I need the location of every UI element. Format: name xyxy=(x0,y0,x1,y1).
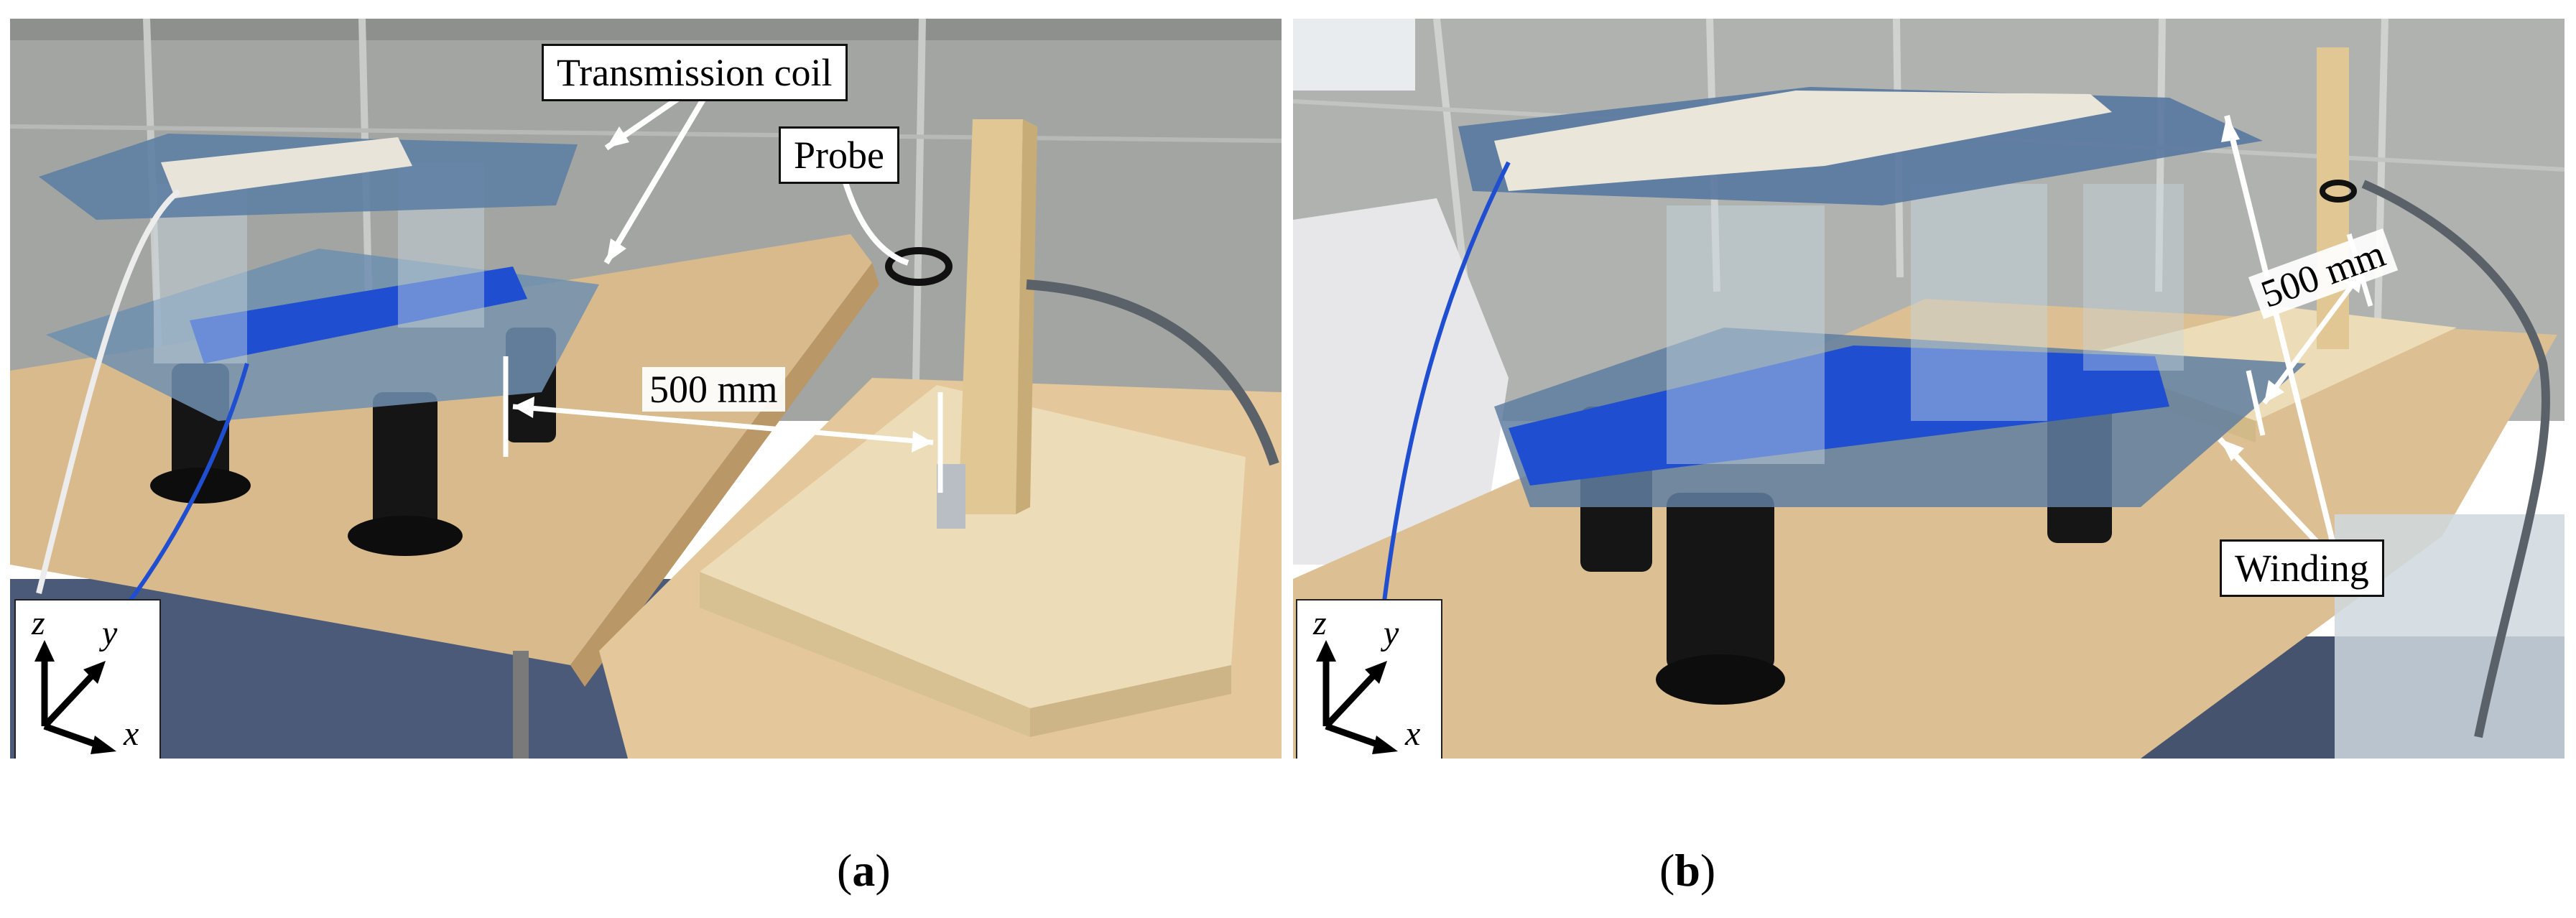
caption-a-close: ) xyxy=(875,845,891,896)
photo-scene-a xyxy=(10,19,1282,759)
axis-x-label: x xyxy=(124,715,139,753)
caption-a: (a) xyxy=(837,848,891,894)
caption-b-close: ) xyxy=(1700,845,1716,896)
axes-indicator-a: z y x xyxy=(14,599,161,759)
winding-label: Winding xyxy=(2220,539,2384,597)
axes-arrows-icon xyxy=(1316,640,1398,754)
caption-a-letter: a xyxy=(852,845,876,896)
axes-arrows-icon xyxy=(34,640,116,754)
caption-a-open: ( xyxy=(837,845,853,896)
transmission-coil-label: Transmission coil xyxy=(542,44,848,101)
caption-b-open: ( xyxy=(1659,845,1675,896)
caption-b-letter: b xyxy=(1674,845,1700,896)
photo-scene-b xyxy=(1293,19,2565,759)
photo-panel-a: Transmission coil Probe 500 mm z y x xyxy=(10,19,1282,759)
photo-panel-b: 500 mm Winding z y x xyxy=(1293,19,2565,759)
axis-z-label: z xyxy=(1313,604,1327,642)
axes-indicator-b: z y x xyxy=(1296,599,1442,759)
axis-z-label: z xyxy=(32,604,45,642)
axis-x-label: x xyxy=(1405,715,1421,753)
distance-label-a: 500 mm xyxy=(642,367,785,412)
axis-y-label: y xyxy=(1384,614,1399,652)
caption-b: (b) xyxy=(1659,848,1715,894)
axis-y-label: y xyxy=(102,614,118,652)
probe-label: Probe xyxy=(779,126,899,184)
